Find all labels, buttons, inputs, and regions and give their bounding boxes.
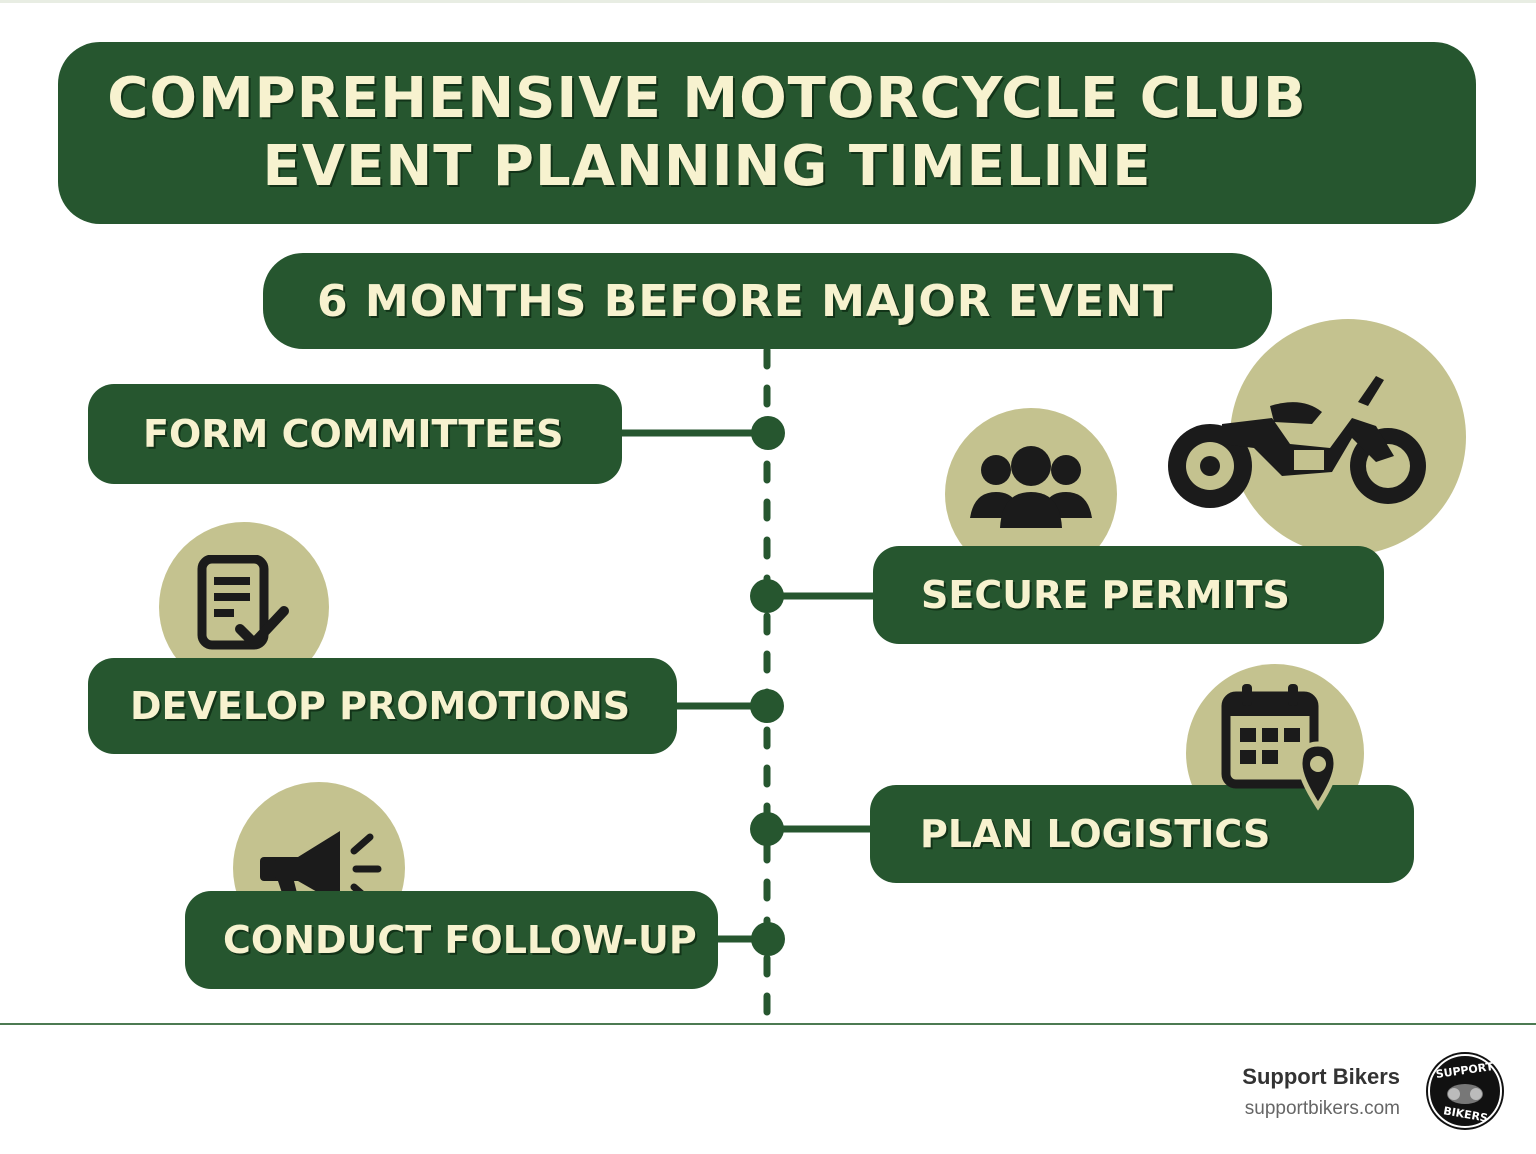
- subtitle-text: 6 MONTHS BEFORE MAJOR EVENT: [317, 275, 1174, 327]
- footer-divider: [0, 1023, 1536, 1025]
- support-bikers-logo: SUPPORT BIKERS: [1426, 1052, 1504, 1130]
- motorcycle-icon: [1168, 376, 1426, 508]
- step-label: CONDUCT FOLLOW-UP: [223, 918, 697, 962]
- step-label: PLAN LOGISTICS: [920, 812, 1271, 856]
- step-label: SECURE PERMITS: [921, 573, 1290, 617]
- calendar-location-icon: [1221, 684, 1339, 811]
- node-plan-logistics: [750, 812, 784, 846]
- step-form-committees: FORM COMMITTEES: [88, 384, 622, 484]
- step-label: DEVELOP PROMOTIONS: [130, 684, 631, 728]
- logo-emblem-icon: SUPPORT BIKERS: [1428, 1054, 1502, 1128]
- step-label: FORM COMMITTEES: [143, 412, 564, 456]
- brand-url: supportbikers.com: [1244, 1098, 1400, 1119]
- top-border: [0, 0, 1536, 3]
- node-form-committees: [751, 416, 785, 450]
- step-secure-permits: SECURE PERMITS: [873, 546, 1384, 644]
- step-conduct-follow-up: CONDUCT FOLLOW-UP: [185, 891, 718, 989]
- people-group-icon: [970, 446, 1092, 528]
- node-develop-promotions: [750, 689, 784, 723]
- svg-text:SUPPORT: SUPPORT: [1435, 1060, 1495, 1081]
- title-banner: COMPREHENSIVE MOTORCYCLE CLUB EVENT PLAN…: [58, 42, 1476, 224]
- step-develop-promotions: DEVELOP PROMOTIONS: [88, 658, 677, 754]
- node-secure-permits: [750, 579, 784, 613]
- checklist-document-icon: [197, 555, 289, 650]
- subtitle-banner: 6 MONTHS BEFORE MAJOR EVENT: [263, 253, 1272, 349]
- title-line-1: COMPREHENSIVE MOTORCYCLE CLUB: [107, 66, 1307, 131]
- svg-text:BIKERS: BIKERS: [1442, 1104, 1489, 1125]
- brand-name: Support Bikers: [1242, 1064, 1400, 1089]
- node-conduct-follow-up: [751, 922, 785, 956]
- title-line-2: EVENT PLANNING TIMELINE: [262, 134, 1152, 199]
